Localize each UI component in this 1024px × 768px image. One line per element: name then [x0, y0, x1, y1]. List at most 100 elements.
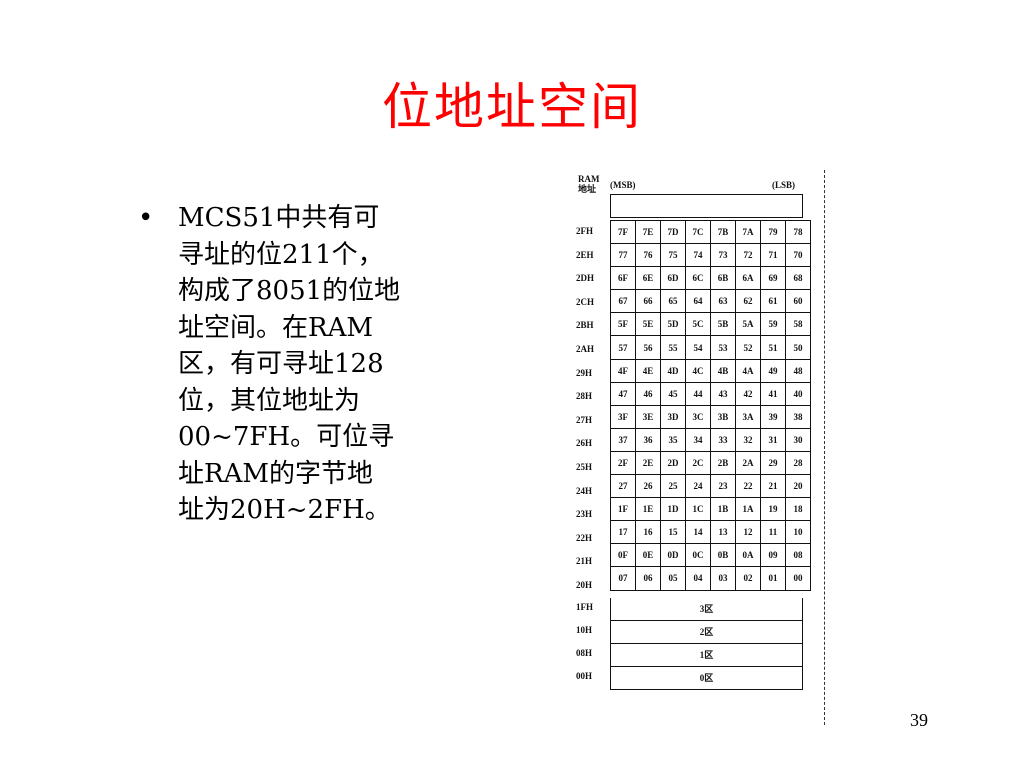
bit-cell: 57 — [610, 335, 636, 360]
bullet-line: 位，其位地址为 — [178, 385, 361, 416]
bit-cell: 27 — [610, 474, 636, 499]
bit-cell: 75 — [660, 243, 686, 268]
bullet-line: 区，有可寻址128 — [178, 349, 384, 379]
bit-cell: 0A — [735, 543, 761, 568]
row-address-label: 22H — [576, 532, 593, 543]
bit-cell: 5C — [685, 312, 711, 337]
bit-cell: 64 — [685, 289, 711, 314]
bit-cell: 21 — [760, 474, 786, 499]
bit-cell: 35 — [660, 427, 686, 452]
bit-cell: 70 — [785, 243, 811, 268]
bit-cell: 0B — [710, 543, 736, 568]
row-address-label: 2EH — [576, 249, 594, 260]
row-address-label: 2CH — [576, 296, 594, 307]
bullet-line: 址RAM的字节地 — [178, 458, 373, 489]
bit-cell: 3D — [660, 404, 686, 429]
bit-cell: 4D — [660, 358, 686, 383]
header-ram-label: RAM — [578, 174, 600, 184]
register-bank-box: 0区 — [610, 666, 803, 690]
bit-cell: 12 — [735, 520, 761, 545]
row-address-label: 25H — [576, 462, 593, 472]
bit-cell: 4A — [735, 358, 761, 383]
bit-cell: 4B — [710, 358, 736, 383]
bit-cell: 03 — [710, 566, 736, 591]
bit-cell: 68 — [785, 266, 811, 291]
bit-cell: 6A — [735, 266, 761, 291]
bit-cell: 55 — [660, 335, 686, 360]
bit-cell: 20 — [785, 474, 811, 499]
msb-label: (MSB) — [610, 180, 636, 190]
bit-cell: 66 — [635, 289, 661, 314]
bit-cell: 34 — [685, 427, 711, 452]
bit-cell: 1F — [610, 497, 636, 522]
bit-cell: 18 — [785, 497, 811, 522]
bit-cell: 19 — [760, 497, 786, 522]
bit-cell: 58 — [785, 312, 811, 337]
bullet-line: MCS51中共有可 — [178, 203, 380, 233]
bit-cell: 74 — [685, 243, 711, 268]
bit-cell: 42 — [735, 381, 761, 406]
bit-cell: 44 — [685, 381, 711, 406]
bullet-line: 00~7FH。可位寻 — [178, 422, 395, 452]
bullet-line: 寻址的位211个， — [178, 239, 384, 270]
bit-cell: 73 — [710, 243, 736, 268]
bit-cell: 2B — [710, 450, 736, 476]
bit-cell: 47 — [610, 381, 636, 406]
bit-cell: 37 — [610, 427, 636, 452]
bit-cell: 43 — [710, 381, 736, 406]
bit-cell: 0F — [610, 543, 636, 568]
bit-cell: 5D — [660, 312, 686, 337]
bit-cell: 39 — [760, 404, 786, 429]
bit-cell: 13 — [710, 520, 736, 545]
bit-cell: 45 — [660, 381, 686, 406]
row-address-label: 2DH — [576, 273, 594, 284]
bit-cell: 17 — [610, 520, 636, 545]
bit-cell: 0E — [635, 543, 661, 568]
bullet-line: 址空间。在RAM — [178, 312, 373, 343]
bit-cell: 65 — [660, 289, 686, 314]
bit-cell: 31 — [760, 427, 786, 452]
bit-cell: 7B — [710, 219, 736, 245]
bit-cell: 23 — [710, 474, 736, 499]
bit-cell: 22 — [735, 474, 761, 499]
row-address-label: 20H — [576, 580, 593, 590]
bit-cell: 78 — [785, 219, 811, 245]
bit-cell: 14 — [685, 520, 711, 545]
bit-cell: 08 — [785, 543, 811, 568]
bit-cell: 33 — [710, 427, 736, 452]
bit-cell: 1E — [635, 497, 661, 522]
bit-cell: 05 — [660, 566, 686, 591]
bullet-line: 址为20H~2FH。 — [178, 495, 391, 525]
bit-cell: 5E — [635, 312, 661, 337]
bit-cell: 3E — [635, 404, 661, 429]
bit-cell: 3C — [685, 404, 711, 429]
row-address-label: 24H — [576, 485, 593, 496]
dashed-divider — [824, 170, 825, 725]
bit-cell: 6C — [685, 266, 711, 291]
bit-cell: 24 — [685, 474, 711, 499]
row-address-label: 28H — [576, 391, 593, 402]
bit-cell: 2D — [660, 450, 686, 476]
bit-cell: 1B — [710, 497, 736, 522]
bit-cell: 62 — [735, 289, 761, 314]
row-address-label: 21H — [576, 556, 593, 567]
bit-cell: 53 — [710, 335, 736, 360]
bit-cell: 7A — [735, 219, 761, 245]
register-bank-box: 1区 — [610, 643, 803, 667]
bit-cell: 30 — [785, 427, 811, 452]
bit-cell: 61 — [760, 289, 786, 314]
bit-cell: 49 — [760, 358, 786, 383]
bit-cell: 2C — [685, 450, 711, 476]
bullet-text: MCS51中共有可 寻址的位211个， 构成了8051的位地 址空间。在RAM … — [178, 200, 438, 529]
lsb-label: (LSB) — [772, 180, 796, 190]
top-empty-row — [610, 194, 803, 218]
